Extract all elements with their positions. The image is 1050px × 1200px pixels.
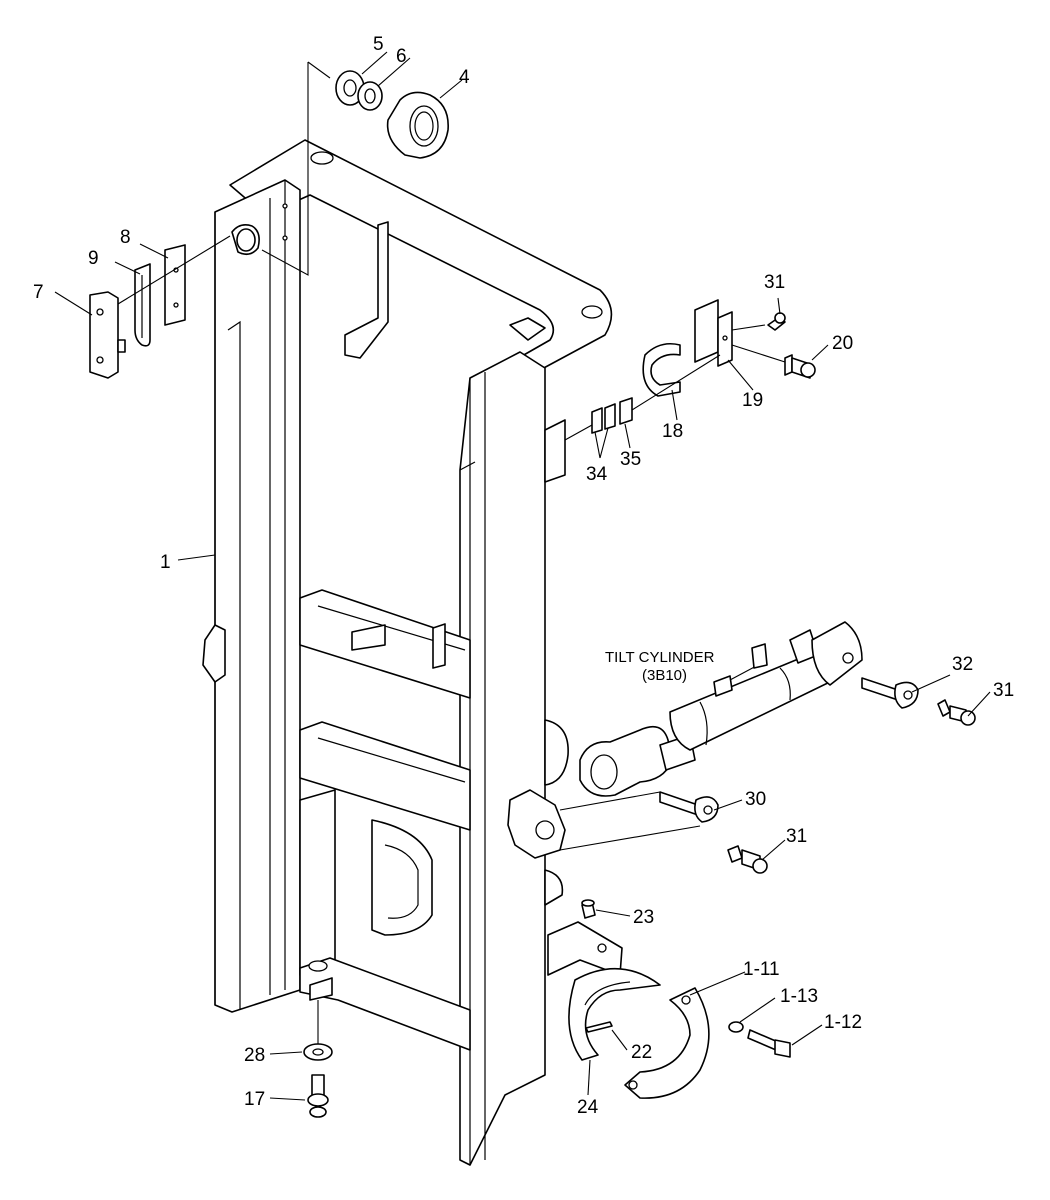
stopper-parts <box>89 235 231 379</box>
upright-pin <box>231 224 260 256</box>
outer-mast <box>202 139 613 1166</box>
callout-31b: 31 <box>993 680 1014 701</box>
hose-clamp-parts <box>564 299 816 441</box>
callout-9: 9 <box>88 248 99 269</box>
callout-1-11: 1-11 <box>743 959 780 980</box>
callout-31c: 31 <box>786 826 807 847</box>
callout-17: 17 <box>244 1089 265 1110</box>
grease-nipple <box>581 899 596 919</box>
callout-30: 30 <box>745 789 766 810</box>
callout-32: 32 <box>952 654 973 675</box>
callout-1-12: 1-12 <box>824 1012 862 1033</box>
callout-23: 23 <box>633 907 654 928</box>
bearing-stack <box>261 61 449 276</box>
tilt-cylinder <box>579 621 863 797</box>
callout-20: 20 <box>832 333 853 354</box>
callout-35: 35 <box>620 449 641 470</box>
callout-18: 18 <box>662 421 683 442</box>
callout-1: 1 <box>160 552 171 573</box>
callout-34: 34 <box>586 464 608 485</box>
callout-labels: 5 6 4 8 9 7 31 20 19 18 35 34 1 TILT CYL… <box>33 34 1014 1118</box>
callout-28: 28 <box>244 1045 265 1066</box>
leader-lines <box>54 51 991 1101</box>
cylinder-pin-32 <box>861 677 976 726</box>
callout-8: 8 <box>120 227 131 248</box>
callout-1-13: 1-13 <box>780 986 818 1007</box>
bottom-fasteners <box>303 1000 333 1118</box>
callout-5: 5 <box>373 34 384 55</box>
callout-4: 4 <box>459 67 470 88</box>
callout-24: 24 <box>577 1097 599 1118</box>
pin-22 <box>585 1021 613 1033</box>
callout-6: 6 <box>396 46 407 67</box>
tilt-cylinder-code: (3B10) <box>642 667 687 684</box>
tilt-cylinder-label: TILT CYLINDER <box>605 649 715 666</box>
callout-31a: 31 <box>764 272 785 293</box>
trunnion-fasteners <box>728 1021 791 1058</box>
cylinder-pin-30 <box>559 791 768 874</box>
callout-22: 22 <box>631 1042 652 1063</box>
trunnion-cap <box>547 921 710 1099</box>
callout-19: 19 <box>742 390 763 411</box>
callout-7: 7 <box>33 282 44 303</box>
